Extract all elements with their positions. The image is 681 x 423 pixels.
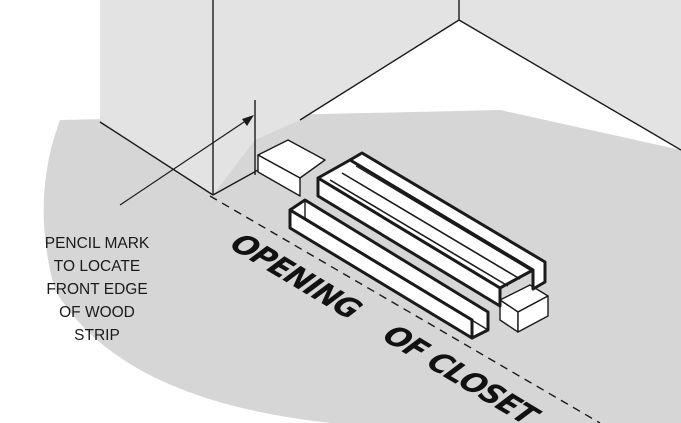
callout-line-5: STRIP — [74, 327, 120, 344]
callout-leader — [119, 115, 254, 206]
room-lines — [99, 0, 681, 196]
callout-text: PENCIL MARK TO LOCATE FRONT EDGE OF WOOD… — [45, 235, 150, 344]
arrowhead-icon — [242, 115, 254, 126]
wood-strip-assembly — [257, 139, 549, 340]
floor-wall-edge-right — [458, 19, 681, 151]
closet-opening-line — [209, 195, 601, 423]
floor-wall-edge-back — [299, 19, 460, 121]
callout-line-2: TO LOCATE — [54, 258, 140, 275]
callout-line-3: FRONT EDGE — [46, 281, 147, 298]
back-wall — [100, 0, 681, 195]
callout-line-4: OF WOOD — [59, 304, 135, 321]
floor-wall-edge-left — [99, 121, 214, 196]
floor-wall-edge-front — [212, 169, 259, 196]
callout-line-1: PENCIL MARK — [45, 235, 150, 252]
